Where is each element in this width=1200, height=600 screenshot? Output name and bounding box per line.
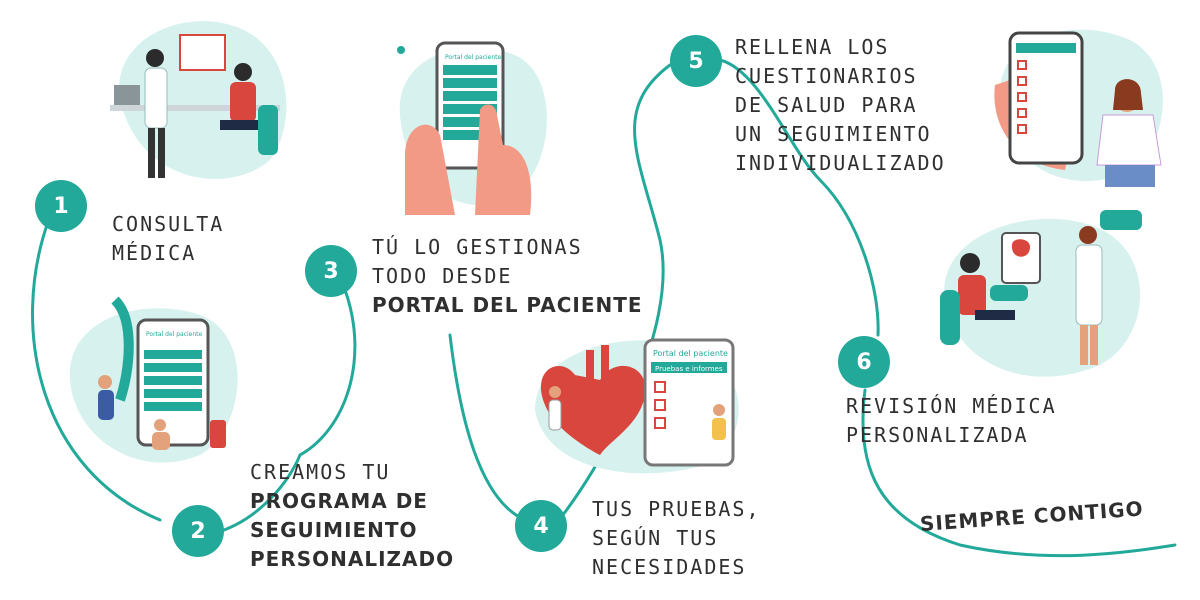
phone-in-hands-illustration: Portal del paciente: [397, 41, 547, 215]
step-4-label: Tus pruebas, según tus necesidades: [592, 497, 761, 579]
step-3-number: 3: [305, 245, 357, 297]
step-3-label: Tú lo gestionas todo desde Portal del Pa…: [372, 235, 643, 317]
step-2-number: 2: [172, 505, 224, 557]
step-6-number: 6: [838, 336, 890, 388]
step-1-number: 1: [35, 180, 87, 232]
step-2-label: Creamos tu Programa de seguimiento perso…: [250, 460, 455, 571]
tablet-portal-title: Portal del paciente: [146, 331, 203, 338]
medical-review-illustration: [940, 210, 1142, 377]
tablet-program-illustration: Portal del paciente: [69, 296, 238, 463]
tests-portal-title: Portal del paciente: [653, 349, 728, 358]
step-4-number: 4: [515, 500, 567, 552]
tests-tab-label: Pruebas e informes: [655, 365, 723, 373]
questionnaire-phone-illustration: [994, 29, 1163, 187]
step-5-label: Rellena los cuestionarios de salud para …: [735, 35, 946, 175]
phone-portal-title: Portal del paciente: [445, 54, 502, 61]
step-5-number: 5: [670, 35, 722, 87]
doctor-consultation-illustration: [110, 21, 287, 179]
step-1-label: Consulta médica: [112, 212, 225, 265]
step-6-label: Revisión médica personalizada: [846, 394, 1057, 447]
heart-tests-illustration: Portal del paciente Pruebas e informes: [535, 338, 739, 474]
